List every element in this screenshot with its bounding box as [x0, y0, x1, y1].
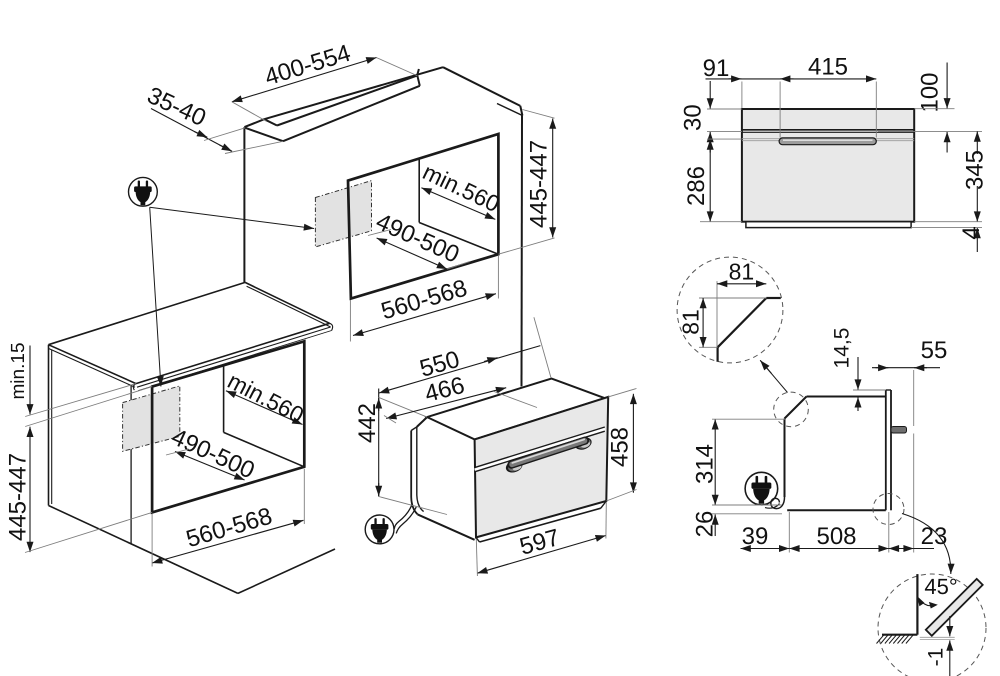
svg-text:458: 458: [606, 427, 633, 467]
svg-text:55: 55: [921, 337, 948, 364]
svg-text:39: 39: [742, 523, 769, 550]
svg-text:442: 442: [354, 403, 381, 443]
svg-text:445-447: 445-447: [4, 453, 31, 541]
svg-text:445-447: 445-447: [525, 140, 552, 228]
svg-text:508: 508: [816, 523, 856, 550]
svg-text:14,5: 14,5: [831, 328, 854, 369]
svg-text:100: 100: [916, 72, 943, 112]
svg-text:45°: 45°: [924, 574, 957, 599]
svg-text:26: 26: [691, 511, 718, 538]
svg-text:314: 314: [691, 444, 718, 484]
svg-text:91: 91: [703, 55, 730, 82]
svg-text:23: 23: [921, 523, 948, 550]
svg-text:345: 345: [961, 150, 988, 190]
svg-text:-1: -1: [925, 648, 948, 667]
svg-text:81: 81: [729, 259, 755, 285]
svg-text:30: 30: [679, 104, 706, 131]
svg-text:81: 81: [678, 309, 704, 335]
svg-text:4: 4: [958, 226, 985, 239]
svg-text:415: 415: [808, 54, 848, 81]
svg-text:min.15: min.15: [8, 342, 29, 399]
svg-text:286: 286: [683, 166, 710, 206]
